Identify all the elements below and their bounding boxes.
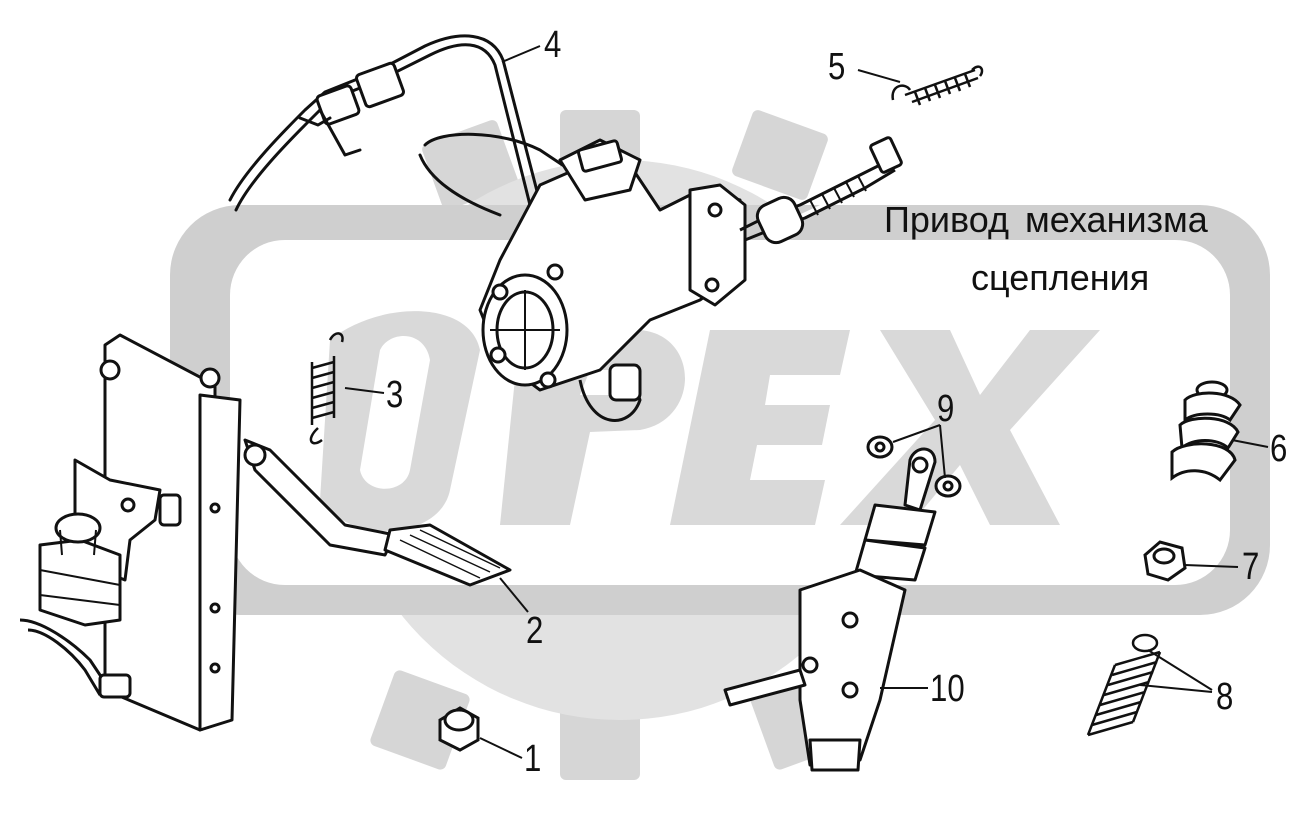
part-2-pedal — [243, 438, 512, 587]
callout-2: 2 — [526, 610, 544, 652]
callout-10: 10 — [930, 668, 965, 710]
leader-2 — [499, 577, 529, 613]
part-5-spring — [891, 65, 984, 106]
callout-5: 5 — [828, 46, 846, 88]
leader-lines — [344, 45, 1269, 759]
callout-9: 9 — [937, 388, 955, 430]
diagram-title-line-2: сцепления — [971, 257, 1150, 298]
leader-7 — [1184, 564, 1239, 568]
part-7-nut — [1143, 540, 1187, 582]
callout-3: 3 — [386, 374, 404, 416]
part-6-boot — [1170, 380, 1242, 483]
leader-5 — [857, 69, 901, 83]
leader-6 — [1231, 439, 1269, 448]
leader-9a — [892, 424, 941, 443]
leader-1 — [479, 737, 523, 759]
leader-4 — [501, 45, 541, 63]
part-8-spring — [1086, 633, 1162, 737]
leader-3 — [344, 387, 385, 394]
callout-7: 7 — [1242, 546, 1260, 588]
part-1-nut — [438, 706, 480, 752]
callout-1: 1 — [524, 738, 542, 780]
clutch-servo-assembly — [478, 136, 903, 422]
reservoir-tank — [19, 512, 132, 699]
part-3-spring — [309, 332, 344, 445]
callout-8: 8 — [1216, 676, 1234, 718]
callout-6: 6 — [1270, 428, 1288, 470]
leader-8b — [1139, 684, 1213, 693]
part-4-pipe — [228, 34, 572, 227]
diagram-title-line-1: Привод механизма — [884, 199, 1208, 240]
part-9-washers — [866, 435, 962, 498]
pedal-bracket — [73, 333, 242, 732]
part-10-slave-cylinder — [723, 447, 937, 772]
callout-4: 4 — [544, 24, 562, 66]
leader-8a — [1147, 649, 1213, 691]
leader-9b — [939, 424, 946, 479]
